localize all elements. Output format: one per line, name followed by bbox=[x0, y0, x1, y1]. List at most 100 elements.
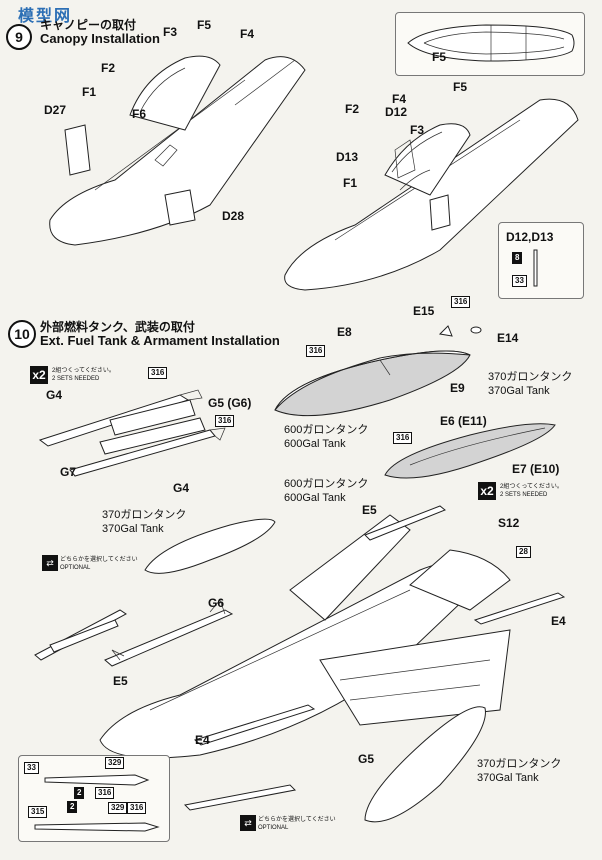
tank-label-370-a-en: 370Gal Tank bbox=[488, 385, 550, 397]
callout-f6: F6 bbox=[132, 107, 147, 121]
callout-g7: G7 bbox=[60, 465, 77, 479]
tank-label-370-b-en: 370Gal Tank bbox=[102, 523, 164, 535]
tank-label-370-c-jp: 370ガロンタンク bbox=[477, 758, 562, 770]
jet-drawing-bottom bbox=[99, 514, 511, 759]
optional-note-top-jp: どちらかを選択してください bbox=[60, 557, 138, 563]
sets-note-left-en: 2 SETS NEEDED bbox=[52, 376, 100, 382]
optional-icon-bottom: ⇄ bbox=[240, 815, 256, 831]
jet-drawing-right bbox=[284, 98, 579, 291]
code-316-e15: 316 bbox=[451, 296, 471, 308]
tank-label-600-a-en: 600Gal Tank bbox=[284, 438, 346, 450]
sets-note-right-en: 2 SETS NEEDED bbox=[500, 492, 548, 498]
step10-number-badge: 10 bbox=[8, 320, 36, 348]
canopy-inset-frame bbox=[395, 12, 585, 76]
callout-right-f5: F5 bbox=[453, 80, 468, 94]
missile-detail-drawing-1 bbox=[44, 774, 150, 786]
callout-d28: D28 bbox=[222, 209, 245, 223]
code-28: 28 bbox=[516, 546, 531, 558]
optional-icon-top: ⇄ bbox=[42, 555, 58, 571]
code-316-g4: 316 bbox=[148, 367, 168, 379]
callout-right-f2: F2 bbox=[345, 102, 360, 116]
sets-note-right-jp: 2組つくってください。 bbox=[500, 484, 563, 490]
tank-370-left-drawing bbox=[144, 518, 276, 574]
callout-f2: F2 bbox=[101, 61, 116, 75]
missile-e4-drawing bbox=[193, 704, 316, 746]
callout-e9: E9 bbox=[450, 381, 465, 395]
callout-s12: S12 bbox=[498, 516, 520, 530]
tank-370-bottom-drawing bbox=[364, 706, 486, 823]
code-316-g5: 316 bbox=[215, 415, 235, 427]
callout-right-f3: F3 bbox=[410, 123, 425, 137]
callout-inset-f5: F5 bbox=[432, 50, 447, 64]
missile-e4-right-drawing bbox=[473, 592, 566, 625]
callout-e4-bottom: E4 bbox=[195, 733, 210, 747]
tank-600-top-drawing bbox=[274, 350, 471, 417]
optional-note-top-en: OPTIONAL bbox=[60, 565, 91, 571]
tank-label-370-c-en: 370Gal Tank bbox=[477, 772, 539, 784]
tank-label-370-b-jp: 370ガロンタンク bbox=[102, 509, 187, 521]
optional-note-bottom-en: OPTIONAL bbox=[258, 825, 289, 831]
pylon-missile-group-drawing bbox=[38, 389, 226, 477]
callout-right-d13: D13 bbox=[336, 150, 359, 164]
code-33: 33 bbox=[24, 762, 39, 774]
callout-e8: E8 bbox=[337, 325, 352, 339]
missile-e5-top-drawing bbox=[364, 505, 446, 541]
callout-e14: E14 bbox=[497, 331, 519, 345]
code-316-a: 316 bbox=[95, 787, 115, 799]
tank-label-600-b-en: 600Gal Tank bbox=[284, 492, 346, 504]
callout-e15: E15 bbox=[413, 304, 435, 318]
tank-label-370-a-jp: 370ガロンタンク bbox=[488, 371, 573, 383]
code-2-b: 2 bbox=[67, 801, 78, 813]
callout-d27: D27 bbox=[44, 103, 67, 117]
code-2-a: 2 bbox=[74, 787, 85, 799]
tank-600-right-drawing bbox=[384, 423, 556, 479]
step9-title-en: Canopy Installation bbox=[40, 31, 160, 46]
code-316-e8: 316 bbox=[306, 345, 326, 357]
optional-note-bottom-jp: どちらかを選択してください bbox=[258, 817, 336, 823]
antenna-part-drawing bbox=[533, 249, 538, 287]
detail-code-33: 33 bbox=[512, 275, 527, 287]
step-number-badge: 9 bbox=[6, 24, 32, 50]
code-329-b: 329 bbox=[108, 802, 128, 814]
sets-multiplier-left: x2 bbox=[30, 366, 48, 384]
callout-right-f4: F4 bbox=[392, 92, 407, 106]
callout-e5-bottom: E5 bbox=[113, 674, 128, 688]
rack-missile-optional-drawing bbox=[34, 609, 127, 661]
canopy-inset-drawing bbox=[407, 24, 575, 62]
code-316-e6: 316 bbox=[393, 432, 413, 444]
callout-e4-right: E4 bbox=[551, 614, 566, 628]
callout-f3: F3 bbox=[163, 25, 178, 39]
step10-title-jp: 外部燃料タンク、武装の取付 bbox=[40, 320, 195, 334]
detail-code-8: 8 bbox=[512, 252, 523, 264]
code-329-a: 329 bbox=[105, 757, 125, 769]
callout-right-d12: D12 bbox=[385, 105, 408, 119]
code-315: 315 bbox=[28, 806, 48, 818]
callout-g6: G6 bbox=[208, 596, 225, 610]
code-316-b: 316 bbox=[127, 802, 147, 814]
missile-detail-drawing-2 bbox=[34, 822, 160, 832]
sets-multiplier-right: x2 bbox=[478, 482, 496, 500]
small-parts-e15-e14-drawing bbox=[438, 325, 482, 337]
tank-label-600-a-jp: 600ガロンタンク bbox=[284, 424, 369, 436]
callout-g5: G5 bbox=[358, 752, 375, 766]
tank-label-600-b-jp: 600ガロンタンク bbox=[284, 478, 369, 490]
callout-g4-bottom: G4 bbox=[173, 481, 190, 495]
rack-bottom-drawing bbox=[183, 784, 297, 811]
detail-title: D12,D13 bbox=[506, 230, 554, 244]
watermark: 模型网 bbox=[18, 8, 73, 25]
step10-title-en: Ext. Fuel Tank & Armament Installation bbox=[40, 333, 280, 348]
callout-f1: F1 bbox=[82, 85, 97, 99]
callout-f5: F5 bbox=[197, 18, 212, 32]
callout-right-f1: F1 bbox=[343, 176, 358, 190]
callout-e5-top: E5 bbox=[362, 503, 377, 517]
callout-e7-e10: E7 (E10) bbox=[512, 462, 560, 476]
step9-title-jp: キャノピーの取付 bbox=[40, 18, 137, 32]
callout-e6-e11: E6 (E11) bbox=[440, 414, 487, 428]
callout-g4-top: G4 bbox=[46, 388, 63, 402]
jet-drawing-left bbox=[49, 55, 306, 246]
missile-e5-drawing bbox=[104, 599, 234, 667]
callout-f4: F4 bbox=[240, 27, 255, 41]
spacer-drawing bbox=[350, 790, 360, 800]
callout-g5-g6: G5 (G6) bbox=[208, 396, 252, 410]
sets-note-left-jp: 2組つくってください。 bbox=[52, 368, 115, 374]
